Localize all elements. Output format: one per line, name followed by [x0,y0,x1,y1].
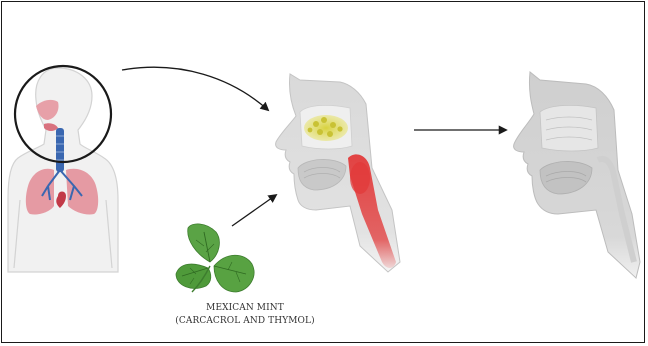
mint-leaves-icon [176,224,254,292]
trachea [56,128,64,172]
human-respiratory-system-icon [8,66,118,272]
nasal-cavity-sinus-inflamed-icon [276,74,400,272]
plant-label-name: MEXICAN MINT [150,303,340,313]
plant-label-compounds: (CARCACROL AND THYMOL) [150,316,340,326]
nasal-cavity-healthy-icon [514,72,640,278]
arrow-icon [122,67,268,110]
arrow-icon [232,195,276,226]
